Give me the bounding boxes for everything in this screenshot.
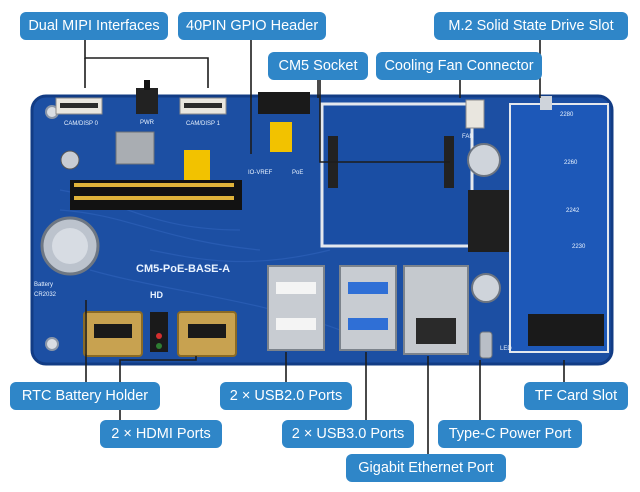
m2-connector xyxy=(528,314,604,346)
silk-2280: 2280 xyxy=(560,112,574,118)
power-inductor xyxy=(468,190,510,252)
usb3-ports xyxy=(339,265,397,351)
fan-connector xyxy=(465,99,485,129)
m2-slot-area xyxy=(509,103,609,353)
label-hdmi: 2 × HDMI Ports xyxy=(100,420,222,448)
silk-fan: FAN xyxy=(462,134,474,140)
silk-2260: 2260 xyxy=(564,160,578,166)
silk-2230: 2230 xyxy=(572,244,586,250)
silk-battery-model: CR2032 xyxy=(34,292,57,298)
silk-board-name: CM5-PoE-BASE-A xyxy=(136,263,230,275)
fan-pin-header xyxy=(258,92,310,114)
silk-io-vref: IO-VREF xyxy=(248,170,273,176)
silk-poe: PoE xyxy=(292,170,303,176)
capacitor-right xyxy=(467,143,501,177)
silk-cam0: CAM/DISP 0 xyxy=(64,121,99,127)
silk-pwr: PWR xyxy=(140,120,155,126)
label-cm5-socket: CM5 Socket xyxy=(268,52,368,80)
label-ethernet: Gigabit Ethernet Port xyxy=(346,454,506,482)
inductor-module xyxy=(115,131,155,165)
label-rtc-battery: RTC Battery Holder xyxy=(10,382,160,410)
type-c-connector xyxy=(479,331,493,359)
gpio-pin-row xyxy=(74,183,234,200)
silk-cam1: CAM/DISP 1 xyxy=(186,121,221,127)
label-cooling-fan: Cooling Fan Connector xyxy=(376,52,542,80)
capacitor-left xyxy=(60,150,80,170)
capacitor-bottom xyxy=(471,273,501,303)
poe-jumper xyxy=(270,122,292,152)
label-usb3: 2 × USB3.0 Ports xyxy=(282,420,414,448)
label-typec: Type-C Power Port xyxy=(438,420,582,448)
label-tf-card: TF Card Slot xyxy=(524,382,628,410)
silk-2242: 2242 xyxy=(566,208,580,214)
hdmi-led-strip xyxy=(150,312,168,352)
silk-hd: HD xyxy=(150,290,163,300)
label-usb2: 2 × USB2.0 Ports xyxy=(220,382,352,410)
m2-screw xyxy=(540,96,552,110)
silk-battery: Battery xyxy=(34,282,53,288)
label-dual-mipi: Dual MIPI Interfaces xyxy=(20,12,168,40)
power-button xyxy=(136,88,158,114)
usb2-ports xyxy=(267,265,325,351)
label-m2-slot: M.2 Solid State Drive Slot xyxy=(434,12,628,40)
silk-led: LED xyxy=(500,346,512,352)
label-gpio-header: 40PIN GPIO Header xyxy=(178,12,326,40)
jumper-block xyxy=(184,150,210,180)
